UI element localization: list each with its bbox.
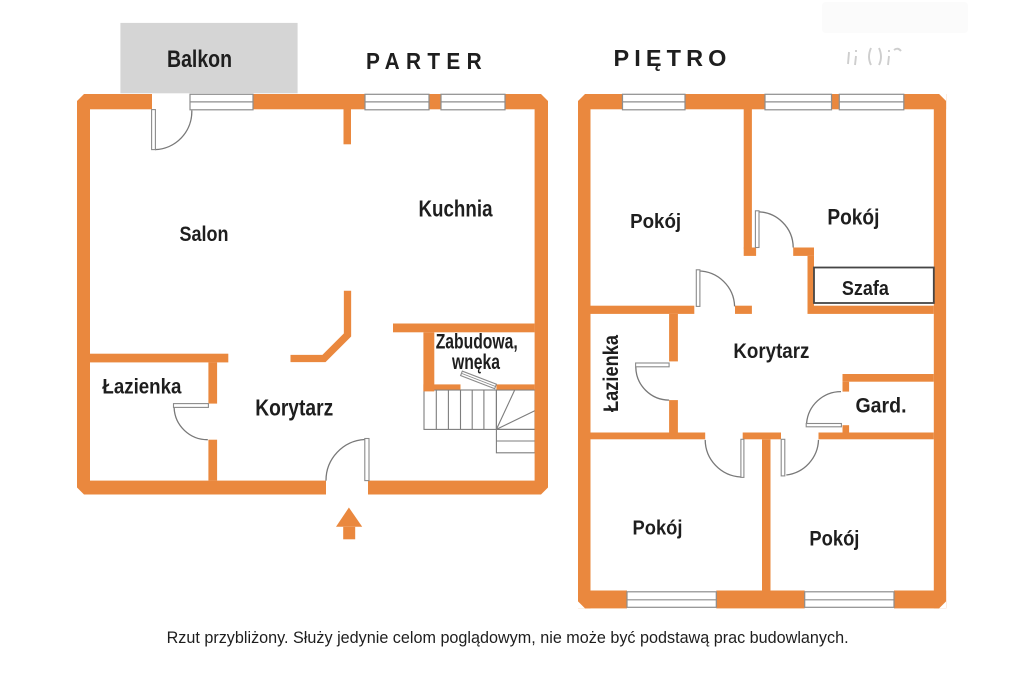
svg-text:wnęka: wnęka	[451, 351, 500, 374]
svg-text:Korytarz: Korytarz	[733, 340, 809, 363]
svg-text:Gard.: Gard.	[856, 395, 907, 418]
svg-text:Rzut przybliżony. Służy jedyni: Rzut przybliżony. Służy jedynie celom po…	[167, 629, 849, 647]
svg-text:Kuchnia: Kuchnia	[419, 196, 493, 222]
svg-text:Łazienka: Łazienka	[600, 335, 623, 412]
svg-text:Pokój: Pokój	[630, 211, 681, 233]
svg-text:Pokój: Pokój	[809, 528, 859, 551]
svg-text:PIĘTRO: PIĘTRO	[614, 45, 732, 71]
svg-text:Korytarz: Korytarz	[255, 395, 333, 421]
svg-text:Łazienka: Łazienka	[102, 376, 181, 399]
svg-text:PARTER: PARTER	[366, 48, 488, 74]
svg-text:Szafa: Szafa	[842, 278, 890, 300]
svg-text:Balkon: Balkon	[167, 46, 232, 73]
svg-text:Zabudowa,: Zabudowa,	[436, 330, 518, 353]
svg-text:Pokój: Pokój	[827, 204, 879, 229]
svg-text:Salon: Salon	[180, 223, 229, 246]
svg-text:Pokój: Pokój	[633, 517, 683, 539]
